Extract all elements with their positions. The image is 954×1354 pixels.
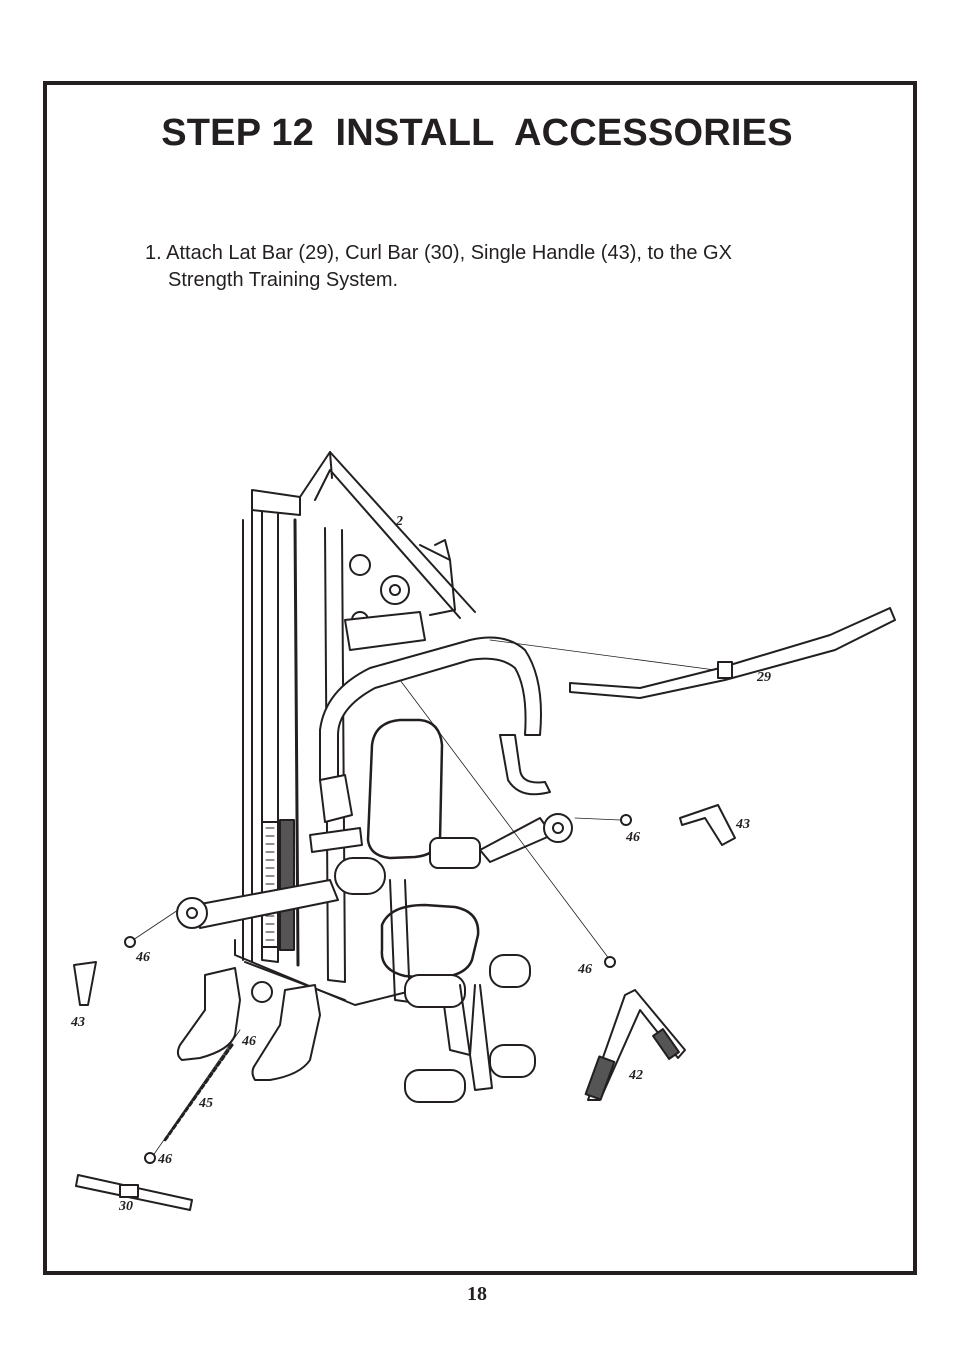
callout-46-right: 46 — [625, 830, 640, 845]
cable-lines — [129, 639, 731, 1161]
single-handle-right — [620, 804, 736, 846]
callout-42: 42 — [628, 1068, 643, 1083]
callout-29: 29 — [756, 670, 771, 685]
backrest — [366, 718, 444, 860]
machine-frame — [234, 451, 476, 1006]
callout-45: 45 — [198, 1096, 213, 1111]
instruction-line-2: Strength Training System. — [168, 269, 399, 291]
arm-pads — [334, 813, 573, 895]
press-arm — [309, 636, 551, 853]
instruction-line-1: 1. Attach Lat Bar (29), Curl Bar (30), S… — [145, 242, 732, 264]
callout-46-low: 46 — [157, 1152, 172, 1167]
lat-bar-29 — [569, 607, 896, 699]
callout-46-left: 46 — [135, 950, 150, 965]
chain-45 — [163, 1043, 234, 1142]
left-pulley-arm — [176, 879, 339, 929]
page-title: STEP 12 INSTALL ACCESSORIES — [161, 112, 793, 154]
foot-pedals — [176, 967, 321, 1081]
callout-2: 2 — [395, 514, 403, 529]
callout-30: 30 — [118, 1199, 133, 1214]
curl-bar-30 — [75, 1152, 193, 1211]
page-frame — [43, 81, 917, 1275]
callout-46-mid: 46 — [577, 962, 592, 977]
seat — [380, 879, 480, 1056]
single-handle-left — [73, 936, 136, 1006]
leg-rollers — [404, 954, 536, 1103]
tricep-rope-42 — [584, 956, 686, 1101]
callout-43-left: 43 — [70, 1015, 85, 1030]
callout-43-right: 43 — [735, 817, 750, 832]
instruction-text: 1. Attach Lat Bar (29), Curl Bar (30), S… — [145, 240, 845, 294]
page-number: 18 — [467, 1283, 487, 1305]
callout-46-pedal: 46 — [241, 1034, 256, 1049]
